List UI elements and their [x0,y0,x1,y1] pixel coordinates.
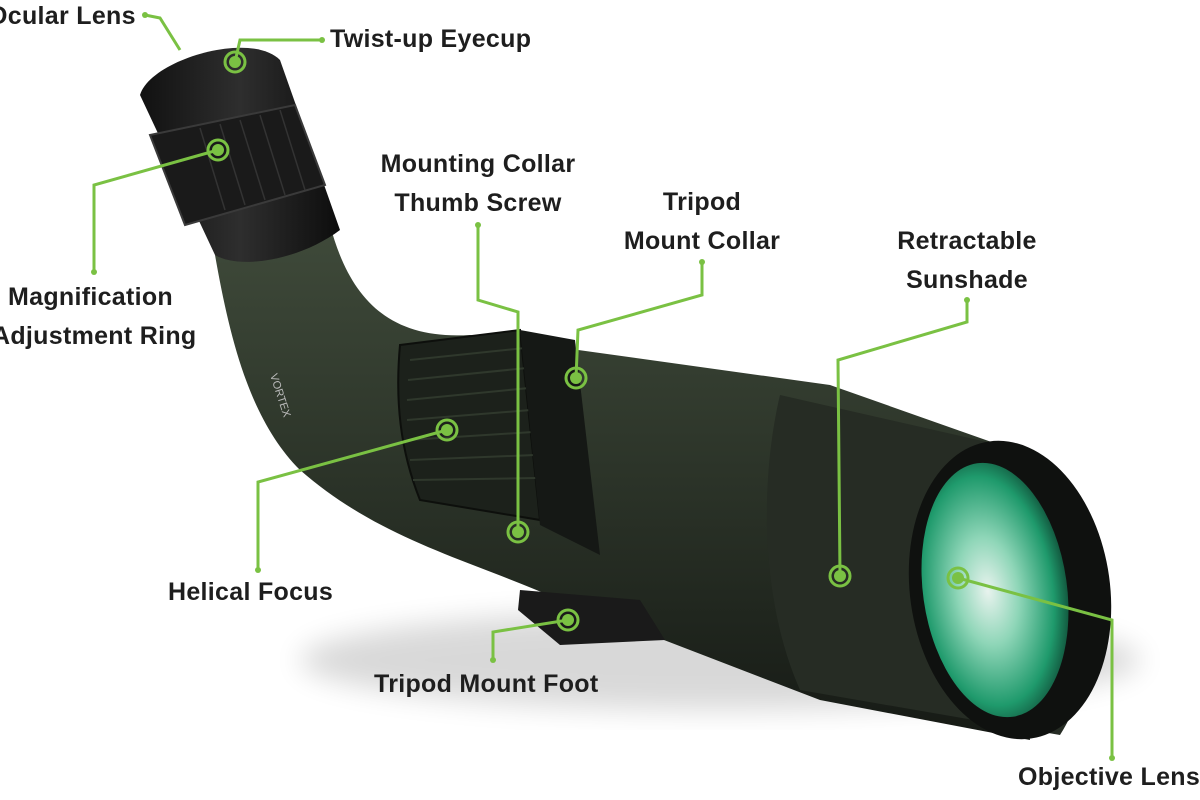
collar-leader [574,262,704,379]
label-mounting-collar-2: Thumb Screw [394,189,561,217]
label-sunshade-2: Sunshade [906,266,1028,294]
sunshade-dot [828,564,852,588]
objective-dot [946,566,970,590]
foot-leader [491,618,569,660]
focus-dot [435,418,459,442]
focus-leader [256,428,448,570]
label-tripod-collar-2: Mount Collar [624,227,780,255]
sunshade-leader [836,300,969,576]
magnification-ring [148,103,327,227]
leader-lines [92,13,1114,758]
objective-leader [957,576,1114,758]
label-mounting-collar-1: Mounting Collar [381,150,576,178]
label-tripod-mount-foot: Tripod Mount Foot [374,670,599,698]
objective-lens [921,462,1069,718]
label-objective-lens: Objective Lens [1018,763,1200,791]
magnification-dot [206,138,230,162]
tripod-mount-foot [518,590,665,645]
eyecup-leader [233,38,322,63]
ocular-lens-arrow [144,13,182,51]
eyecup-dot [223,50,247,74]
label-twist-up-eyecup: Twist-up Eyecup [330,25,531,53]
label-ocular-lens: Ocular Lens [0,2,136,30]
focus-ring-grip [406,347,538,481]
foot-dot [556,608,580,632]
magnification-leader [92,148,219,272]
label-magnification-2: Adjustment Ring [0,322,197,350]
label-sunshade-1: Retractable [897,227,1036,255]
label-magnification-1: Magnification [8,283,173,311]
callout-dots [91,12,1115,761]
label-helical-focus: Helical Focus [168,578,333,606]
label-tripod-collar-1: Tripod [663,188,741,216]
thumb-screw-leader [476,225,520,530]
thumb-screw-dot [506,520,530,544]
collar-dot [564,366,588,390]
magnification-ring-grip [199,109,306,211]
